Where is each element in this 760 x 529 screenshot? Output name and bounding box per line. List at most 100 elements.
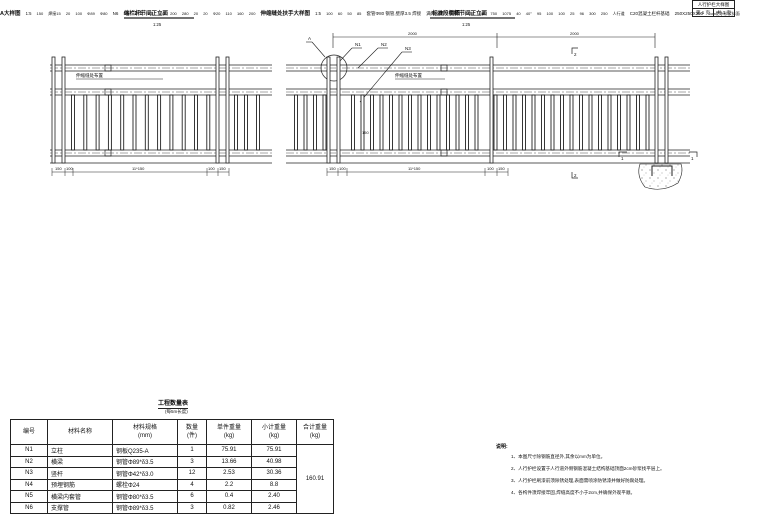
section-1-1-scale: 1:5 bbox=[147, 11, 154, 16]
end-elevation-title: 端栏杆节间正立面 bbox=[124, 9, 169, 17]
expansion-sleeve bbox=[440, 149, 448, 157]
bom-cell-subtotal: 40.98 bbox=[251, 455, 297, 468]
detail-a-view: A大样图 1:5 150 焊接15 20 100 Φ89 Φ80 N6 N5 bbox=[0, 0, 134, 19]
baluster bbox=[465, 94, 469, 151]
bom-cell-spec: 钢板Q235-A bbox=[112, 444, 178, 457]
callout-n1: N1 bbox=[355, 42, 361, 47]
detail-a-scale: 1:5 bbox=[25, 11, 32, 16]
bom-cell-id: N4 bbox=[10, 478, 48, 491]
baluster bbox=[244, 94, 248, 151]
post bbox=[489, 56, 494, 164]
col-name: 材料名称 bbox=[47, 419, 113, 445]
callout-n6-top: N6 bbox=[112, 11, 119, 16]
post bbox=[336, 56, 341, 164]
side-dim-300: 300 bbox=[478, 11, 486, 16]
callout-n2: N2 bbox=[381, 42, 387, 47]
footing-size: 250X250X300 bbox=[674, 11, 704, 16]
mid-elevation-scale: 1:25 bbox=[462, 22, 471, 27]
s11-dim-150: 150 bbox=[158, 11, 165, 16]
bom-cell-unit-wt: 2.53 bbox=[206, 467, 252, 480]
bom-cell-id: N3 bbox=[10, 467, 48, 480]
col-spec: 材料规格 (mm) bbox=[112, 419, 178, 445]
baluster bbox=[607, 94, 612, 151]
bom-cell-qty: 3 bbox=[177, 455, 207, 468]
side-dim-100a: 100 bbox=[546, 11, 554, 16]
dim-label: 150 bbox=[55, 166, 62, 171]
baluster bbox=[493, 94, 498, 151]
side-dim-750: 750 bbox=[490, 11, 498, 16]
dim-label: 150 bbox=[498, 166, 505, 171]
bom-cell-spec: 螺栓Φ24 bbox=[112, 478, 178, 491]
dim-d80: Φ80 bbox=[99, 11, 108, 16]
s11-dim-hole: Φ20 bbox=[212, 11, 221, 16]
bom-cell-spec: 钢管Φ89*δ3.5 bbox=[112, 455, 178, 468]
dim-d89: Φ89 bbox=[87, 11, 95, 16]
side-dim-96: 96 bbox=[579, 11, 585, 16]
post bbox=[326, 56, 331, 164]
side-title: 侧面 bbox=[449, 11, 461, 17]
baluster bbox=[132, 94, 137, 151]
bom-cell-name: 立柱 bbox=[47, 444, 113, 457]
side-dim-250: 250 bbox=[600, 11, 608, 16]
expansion-sleeve bbox=[104, 64, 112, 72]
bom-cell-name: 横梁 bbox=[47, 455, 113, 468]
dim-label: 150 bbox=[219, 166, 226, 171]
baluster bbox=[83, 94, 88, 151]
post-footing bbox=[638, 163, 683, 190]
bom-cell-subtotal: 2.46 bbox=[251, 501, 297, 514]
baluster bbox=[95, 94, 100, 151]
joint-label: 伸缩缝处布置 bbox=[76, 72, 103, 79]
bom-cell-spec: 钢管Φ80*δ3.5 bbox=[112, 490, 178, 503]
baluster bbox=[71, 94, 75, 151]
post bbox=[225, 56, 230, 164]
bom-cell-unit-wt: 13.66 bbox=[206, 455, 252, 468]
baluster bbox=[234, 94, 238, 151]
bom-cell-name: 预埋钢筋 bbox=[47, 478, 113, 491]
baluster bbox=[512, 94, 517, 151]
mid-joint-label: 伸缩缝处布置 bbox=[395, 72, 422, 79]
exp-dim-85: 85 bbox=[356, 11, 362, 16]
end-railing bbox=[50, 56, 272, 164]
dim-20: 20 bbox=[65, 11, 71, 16]
notes: 说明: 1、本图尺寸除钢筋直径外,其余以mm为单位。 2、人行护栏设置于人行道外… bbox=[496, 443, 665, 502]
bom-cell-qty: 4 bbox=[177, 478, 207, 491]
exp-dim-100: 100 bbox=[326, 11, 333, 16]
s11-dim-20b: 20 bbox=[203, 11, 208, 16]
baluster bbox=[645, 94, 650, 151]
baluster bbox=[455, 94, 460, 151]
section-1-1-view: 1-1 1:5 150 200 280 20 20 Φ20 110 160 20… bbox=[134, 0, 260, 19]
exp-dim-50: 50 bbox=[347, 11, 352, 16]
callout-n5: N5 bbox=[123, 11, 130, 16]
bom-cell-qty: 3 bbox=[177, 501, 207, 514]
baluster bbox=[157, 94, 162, 151]
expansion-title: 伸缩缝处扶手大样图 bbox=[260, 11, 311, 17]
dim-label: 100 bbox=[66, 166, 73, 171]
baluster bbox=[598, 94, 602, 151]
expansion-sleeve bbox=[440, 88, 448, 96]
baluster bbox=[313, 94, 317, 151]
base-plate: 150 200 280 20 20 Φ20 110 160 200 bbox=[158, 0, 260, 19]
bar-spacing-label: 150 bbox=[362, 130, 369, 135]
baluster bbox=[579, 94, 583, 151]
dim-label: 11*150 bbox=[408, 166, 421, 171]
bom-cell-id: N2 bbox=[10, 455, 48, 468]
drawing-name: 人行护栏大样图 bbox=[691, 0, 736, 9]
dim-100: 100 bbox=[75, 11, 83, 16]
note-item: 1、本图尺寸除钢筋直径外,其余以mm为单位。 bbox=[511, 454, 606, 459]
section-1-1-title: 1-1 bbox=[134, 11, 143, 17]
expansion-sleeve bbox=[104, 88, 112, 96]
post-plate-left: 150 焊接15 20 100 Φ89 Φ80 N6 N5 bbox=[37, 0, 135, 19]
bom-cell-qty: 1 bbox=[177, 444, 207, 457]
expansion-sleeve bbox=[440, 64, 448, 72]
bom-cell-unit-wt: 0.82 bbox=[206, 501, 252, 514]
baluster bbox=[474, 94, 479, 151]
bom-table: 编号 材料名称 材料规格 (mm) 数量 (件) 单件重量 (kg) 小计重量 … bbox=[10, 419, 334, 514]
bom-grand-total: 160.91 bbox=[296, 444, 334, 514]
col-id: 编号 bbox=[10, 419, 48, 445]
